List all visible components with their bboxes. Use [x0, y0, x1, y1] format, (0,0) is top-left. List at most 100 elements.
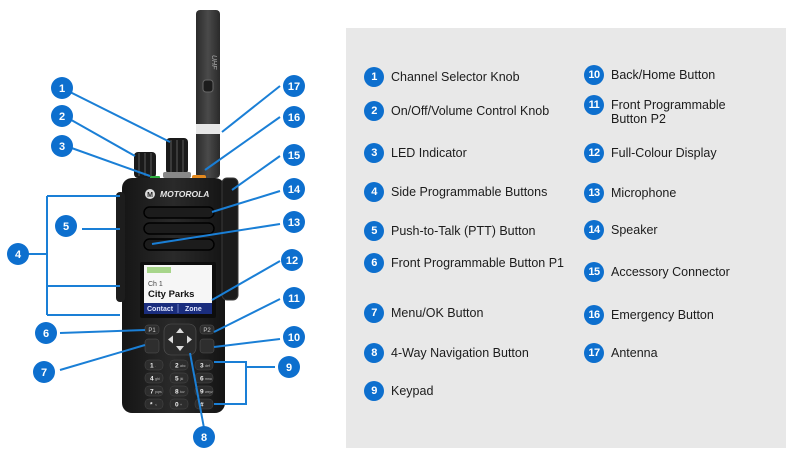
callout-11: 11 [283, 287, 305, 309]
legend-label: 4-Way Navigation Button [391, 346, 529, 360]
legend-item: 3 LED Indicator [364, 143, 581, 163]
svg-text:5: 5 [175, 376, 179, 383]
legend-number-badge: 9 [364, 381, 384, 401]
antenna: UHF [196, 10, 220, 178]
legend-number-badge: 1 [364, 67, 384, 87]
legend-number-badge: 13 [584, 183, 604, 203]
legend-number-badge: 16 [584, 305, 604, 325]
callout-number: 4 [15, 249, 22, 261]
callout-number: 7 [41, 367, 47, 379]
legend-item: 1 Channel Selector Knob [364, 67, 581, 87]
softkey-zone[interactable]: Zone [185, 306, 202, 313]
p1-button[interactable]: P1 [144, 324, 160, 335]
legend-label: Push-to-Talk (PTT) Button [391, 224, 536, 238]
display: Ch 1 City Parks Contact Zone [140, 262, 216, 318]
svg-text:P2: P2 [203, 328, 211, 334]
keypad-key[interactable]: *< [144, 398, 164, 410]
callout-4: 4 [7, 243, 29, 265]
svg-text:1: 1 [150, 363, 154, 370]
callout-3: 3 [51, 135, 73, 157]
legend-label: Channel Selector Knob [391, 70, 520, 84]
nav-right-icon[interactable] [187, 335, 192, 344]
ptt-button[interactable] [116, 192, 125, 302]
keypad-key[interactable]: 0+ [169, 398, 189, 410]
svg-text:P1: P1 [148, 328, 156, 334]
callout-number: 8 [201, 432, 207, 444]
svg-text:wxyz: wxyz [205, 390, 213, 394]
callout-number: 5 [63, 221, 69, 233]
legend-label: Front Programmable Button P2 [611, 98, 726, 126]
svg-text:6: 6 [200, 376, 204, 383]
legend-number-badge: 14 [584, 220, 604, 240]
svg-text:4: 4 [150, 376, 154, 383]
callout-number: 3 [59, 141, 65, 153]
keypad-key[interactable]: 1. [144, 359, 164, 371]
svg-text:ghi: ghi [155, 377, 160, 381]
menu-ok-button[interactable] [144, 338, 160, 354]
callout-number: 16 [288, 112, 300, 124]
nav-up-icon[interactable] [176, 328, 184, 333]
legend-number-badge: 10 [584, 65, 604, 85]
callout-number: 1 [59, 83, 65, 95]
svg-text:0: 0 [175, 402, 179, 409]
legend-number-badge: 3 [364, 143, 384, 163]
callout-16: 16 [283, 106, 305, 128]
legend-label: LED Indicator [391, 146, 467, 160]
legend-item: 9 Keypad [364, 381, 581, 401]
motorola-logo-icon [145, 189, 155, 199]
display-channel: Ch 1 [148, 281, 163, 288]
nav-down-icon[interactable] [176, 346, 184, 351]
keypad-key[interactable]: # [194, 398, 214, 410]
callout-1: 1 [51, 77, 73, 99]
legend-label: Keypad [391, 384, 434, 398]
callout-9: 9 [278, 356, 300, 378]
legend-item: 11 Front Programmable Button P2 [584, 95, 751, 126]
p2-button[interactable]: P2 [199, 324, 215, 335]
callout-13: 13 [283, 211, 305, 233]
navigation-button[interactable] [163, 323, 197, 356]
callout-15: 15 [283, 144, 305, 166]
legend-number-badge: 2 [364, 101, 384, 121]
legend-number-badge: 15 [584, 262, 604, 282]
callout-14: 14 [283, 178, 305, 200]
svg-text:abc: abc [180, 364, 186, 368]
callout-number: 17 [288, 81, 300, 93]
svg-text:pqrs: pqrs [155, 390, 162, 394]
callout-10: 10 [283, 326, 305, 348]
svg-text:#: # [200, 402, 204, 409]
svg-text:9: 9 [200, 389, 204, 396]
softkey-contact[interactable]: Contact [147, 306, 174, 313]
callout-number: 14 [288, 184, 301, 196]
svg-text:jkl: jkl [179, 377, 184, 381]
status-icons [147, 267, 171, 273]
callout-number: 15 [288, 150, 300, 162]
back-home-button[interactable] [199, 338, 215, 354]
legend-label: Full-Colour Display [611, 146, 717, 160]
channel-selector-knob[interactable] [163, 138, 191, 178]
legend-number-badge: 5 [364, 221, 384, 241]
svg-text:+: + [180, 403, 182, 407]
svg-text:tuv: tuv [180, 390, 185, 394]
nav-left-icon[interactable] [168, 335, 173, 344]
legend-number-badge: 11 [584, 95, 604, 115]
legend-number-badge: 7 [364, 303, 384, 323]
